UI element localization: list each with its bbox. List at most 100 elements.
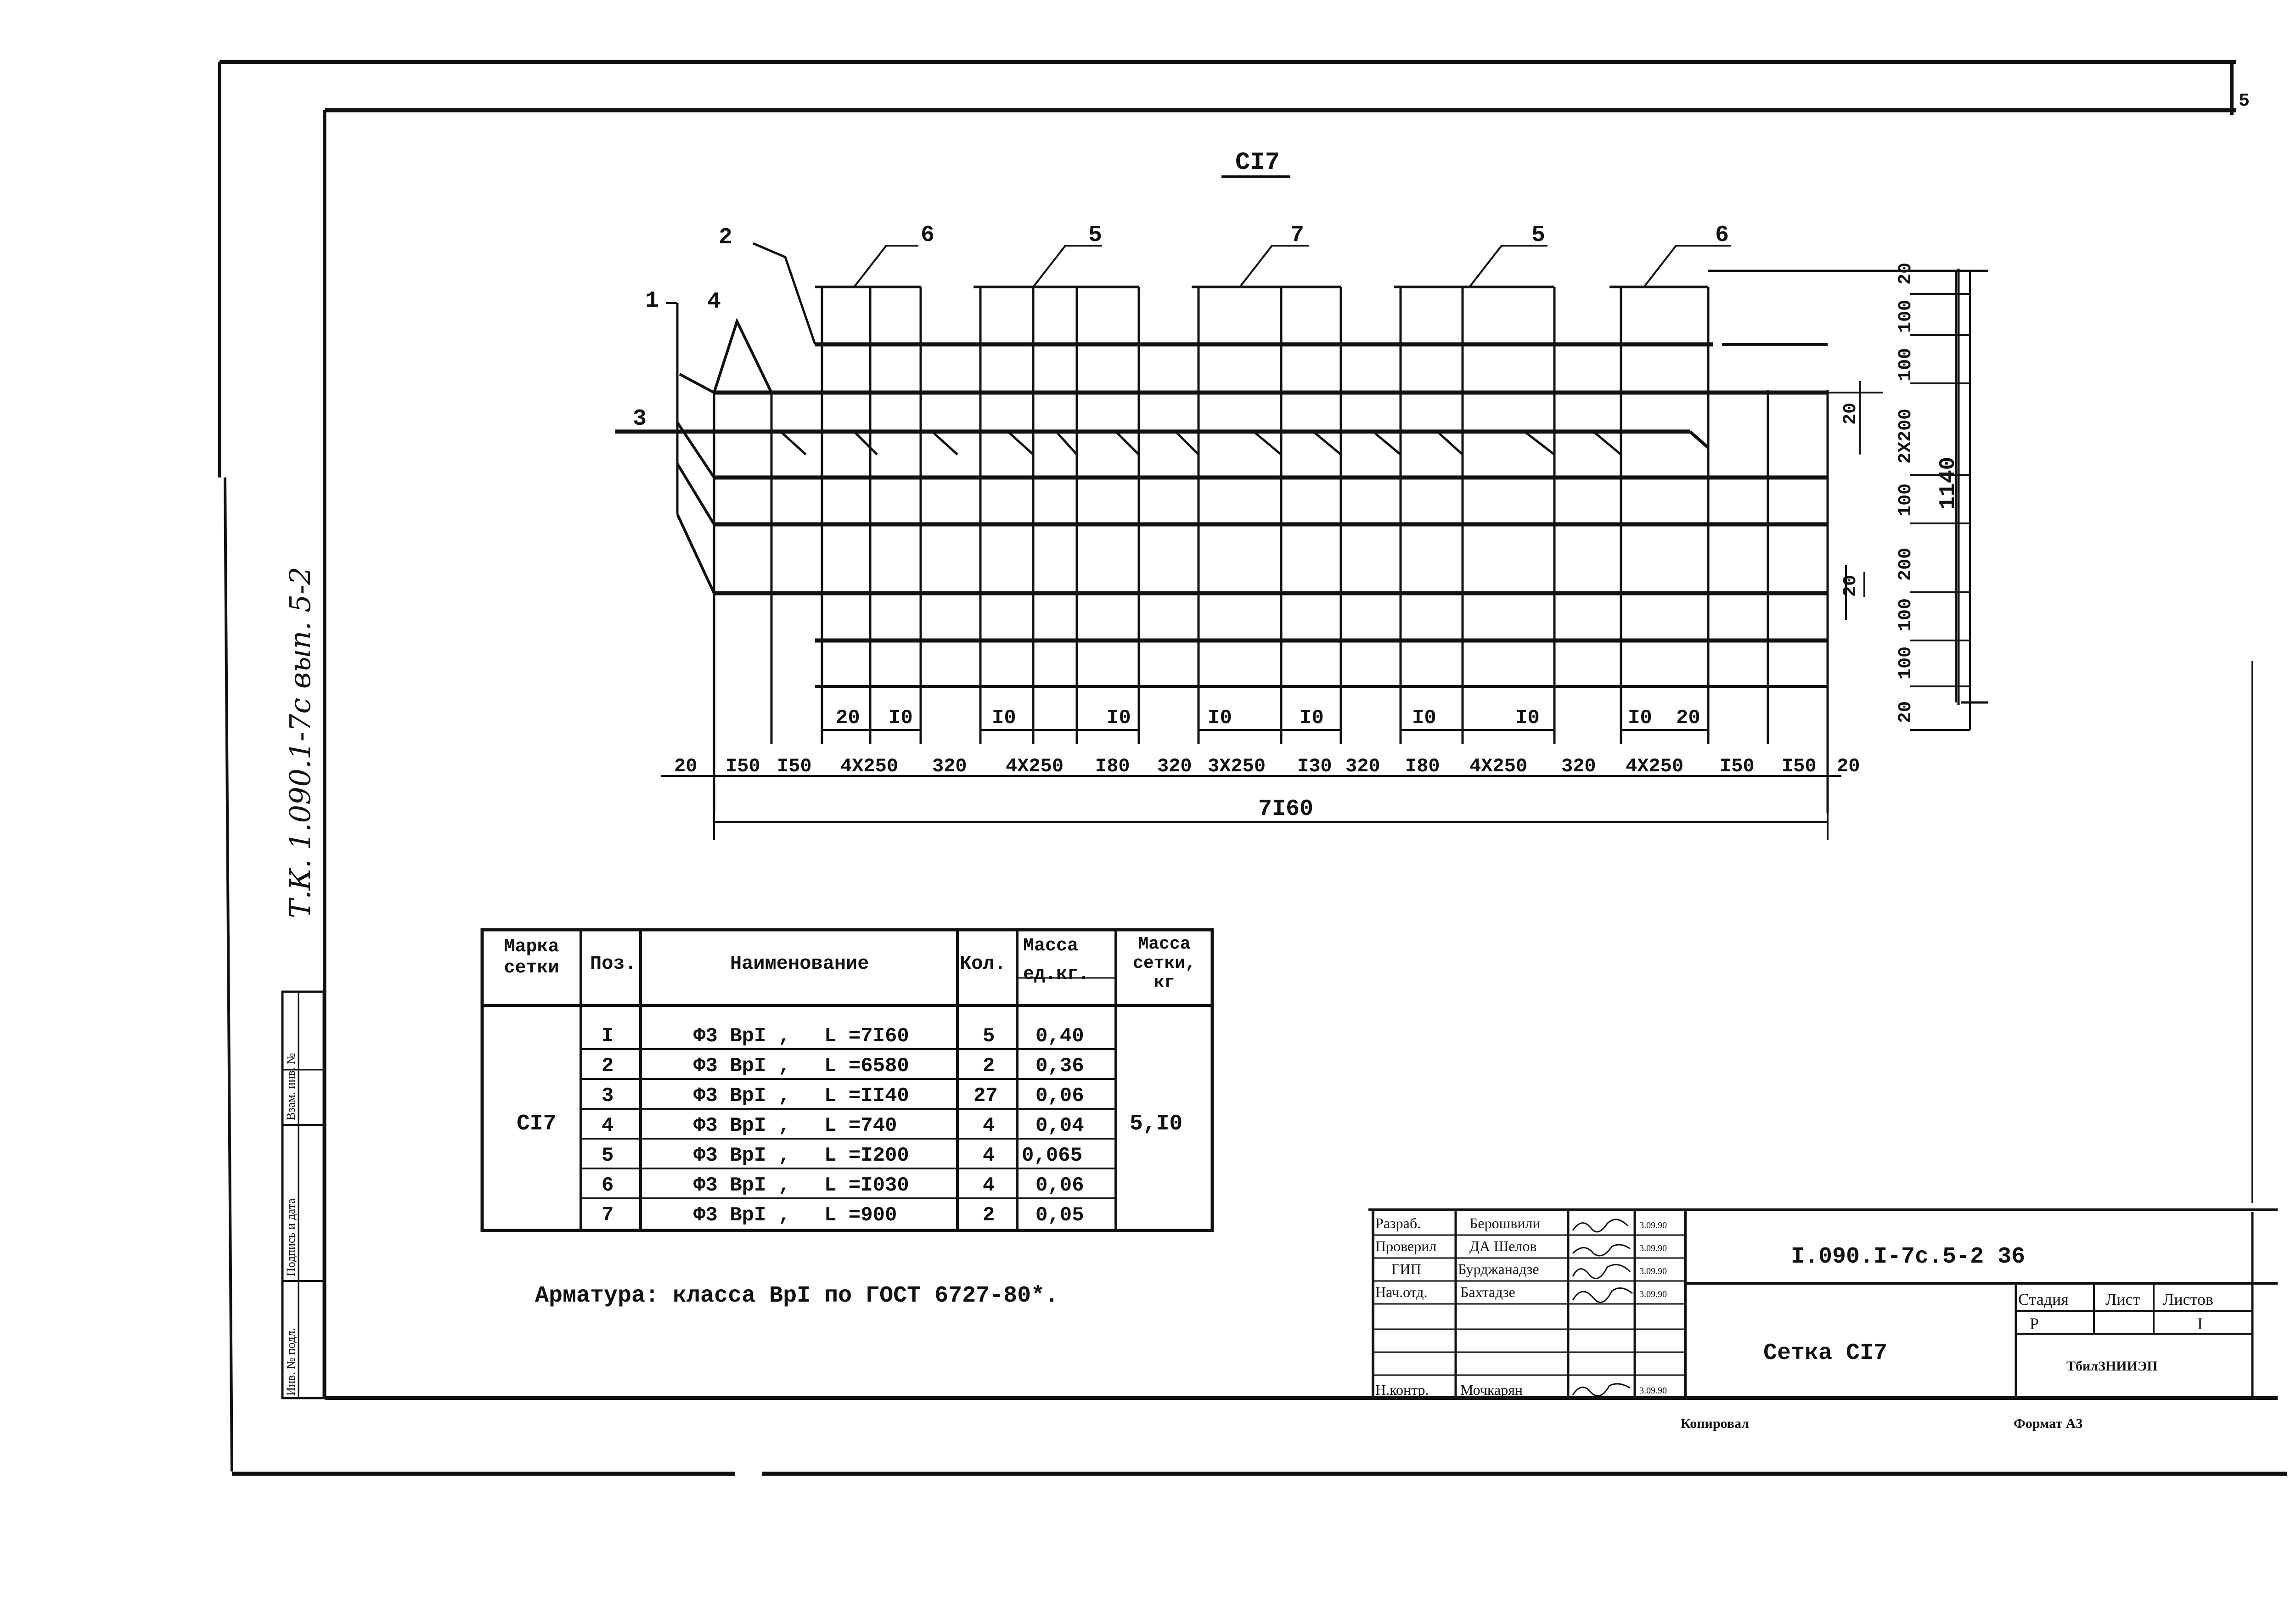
margin-strip [281,990,325,1399]
name-3: Бахтадзе [1460,1284,1515,1300]
row-qty: 2 [983,1204,995,1227]
row-length: L =II40 [824,1084,909,1107]
row-mass: 0,04 [1035,1114,1084,1137]
row-pos: 5 [602,1144,613,1167]
mesh-drawing [615,242,1988,840]
row-qty: 4 [983,1114,995,1137]
idim-5: I0 [1300,707,1324,730]
idim-9: 20 [1676,707,1700,730]
row-name: Ф3 ВрI , [693,1174,790,1197]
marker-6b: 6 [1715,222,1729,248]
row-length: L =7I60 [824,1025,909,1048]
bdim-9: I30 [1297,755,1332,777]
name-0: Берошвили [1469,1215,1541,1231]
idim-0: 20 [836,707,860,730]
row-mass: 0,05 [1035,1204,1084,1227]
row-name: Ф3 ВрI , [693,1025,790,1048]
table-row: 7 Ф3 ВрI , L =900 2 0,05 [602,1204,1084,1227]
row-length: L =I200 [824,1144,909,1167]
date-2: 3.09.90 [1639,1266,1667,1276]
row-qty: 4 [983,1144,995,1167]
idim-1: I0 [889,707,913,730]
date-0: 3.09.90 [1639,1220,1667,1230]
bdim-5: 4X250 [1006,755,1064,777]
table-row: I Ф3 ВрI , L =7I60 5 0,40 [602,1025,1084,1048]
margin-labels: Инв. № подл. Подпись и дата Взам. инв. № [284,1053,298,1396]
doc-title: Сетка СI7 [1763,1340,1887,1366]
row-name: Ф3 ВрI , [693,1204,790,1227]
date-1: 3.09.90 [1639,1243,1667,1253]
rdim-1: 100 [1896,300,1916,333]
bdim-3: 4X250 [840,755,898,777]
row-pos: 2 [602,1055,613,1078]
bdim-8: 3X250 [1208,755,1266,777]
header-name: Наименование [730,953,869,975]
idim-8: I0 [1628,707,1652,730]
rdim-4: 2X200 [1896,409,1916,464]
header-pos: Поз. [590,953,636,975]
header-qty: Кол. [960,953,1006,975]
row-length: L =6580 [824,1055,909,1078]
name-6: Мочкарян [1460,1382,1523,1398]
row-pos: 7 [602,1204,613,1227]
table-rows: I Ф3 ВрI , L =7I60 5 0,40 2 Ф3 ВрI , L =… [602,1025,1084,1227]
rdim-3: 20 [1840,403,1861,425]
bdim-1: I50 [726,755,760,777]
row-length: L =I030 [824,1174,909,1197]
table-row: 6 Ф3 ВрI , L =I030 4 0,06 [602,1174,1084,1197]
row-qty: 5 [983,1025,995,1048]
position-markers: 1 2 3 4 6 5 7 5 6 [633,222,1729,432]
row-pos: I [602,1025,613,1048]
table-row: 2 Ф3 ВрI , L =6580 2 0,36 [602,1055,1084,1078]
bdim-6: I80 [1095,755,1130,777]
header-mark: Марка сетки [504,937,559,978]
sheet-label: Лист [2105,1290,2140,1309]
rdim-8: 100 [1896,598,1916,631]
sheets-label: Листов [2163,1290,2213,1309]
doc-code: I.090.I-7с.5-2 36 [1791,1244,2025,1270]
marker-3: 3 [633,406,647,432]
idim-3: I0 [1107,707,1131,730]
bdim-10: 320 [1345,755,1380,777]
rdim-9: 100 [1896,646,1916,680]
marker-1: 1 [645,288,659,314]
row-name: Ф3 ВрI , [693,1055,790,1078]
row-pos: 6 [602,1174,613,1197]
name-2: Бурджанадзе [1458,1261,1539,1277]
spec-table: Марка сетки Поз. Наименование Кол. Масса… [480,928,1214,1232]
paper-format: Формат А3 [2014,1416,2082,1431]
right-dimensions: 20 100 100 20 2X200 100 200 20 100 100 2… [1840,263,1916,723]
marker-7: 7 [1290,222,1304,248]
table-mark: СI7 [517,1112,556,1136]
bdim-0: 20 [674,755,697,777]
margin-label-sign: Подпись и дата [284,1198,298,1276]
bottom-dimensions: 20 I50 I50 4X250 320 4X250 I80 320 3X250… [674,755,1860,777]
marker-2: 2 [719,225,732,251]
title-block: Разраб. Проверил ГИП Нач.отд. Н.контр. Б… [1368,1208,2278,1431]
bdim-7: 320 [1157,755,1192,777]
bdim-2: I50 [777,755,812,777]
name-1: ДА Шелов [1469,1238,1537,1254]
header-net-mass: Масса сетки, кг [1133,934,1196,993]
idim-7: I0 [1515,707,1540,730]
total-length: 7I60 [1258,796,1313,822]
marker-5a: 5 [1088,222,1102,248]
stage-label: Стадия [2018,1290,2069,1309]
row-mass: 0,06 [1035,1174,1084,1197]
table-row: 5 Ф3 ВрI , L =I200 4 0,065 [602,1144,1082,1167]
row-length: L =900 [824,1204,897,1227]
marker-4: 4 [707,289,721,315]
row-length: L =740 [824,1114,897,1137]
stage-value: Р [2030,1314,2039,1333]
role-1: Проверил [1375,1238,1436,1254]
table-row: 3 Ф3 ВрI , L =II40 27 0,06 [602,1084,1084,1107]
bdim-11: I80 [1405,755,1440,777]
row-qty: 4 [983,1174,995,1197]
signatures [1572,1219,1633,1397]
role-0: Разраб. [1375,1215,1421,1231]
row-mass: 0,065 [1022,1144,1082,1167]
row-mass: 0,36 [1035,1055,1084,1078]
bdim-12: 4X250 [1469,755,1527,777]
role-2: ГИП [1391,1261,1421,1277]
